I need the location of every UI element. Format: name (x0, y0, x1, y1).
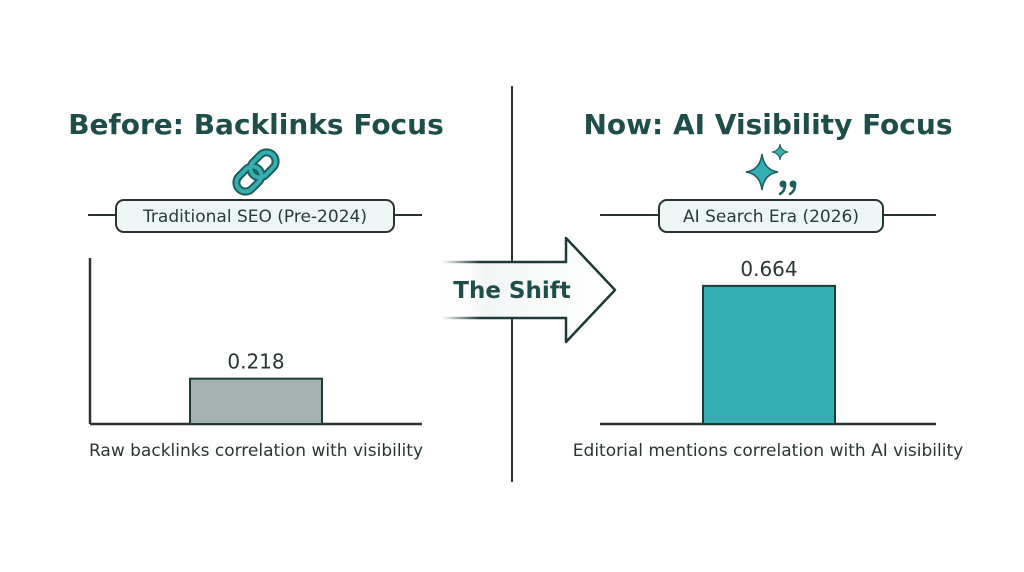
sparkle-quote-icon (745, 143, 797, 196)
before-era-label: Traditional SEO (Pre-2024) (142, 207, 367, 227)
now-era-pill (658, 199, 884, 233)
before-title: Before: Backlinks Focus (68, 108, 444, 141)
now-bars: 0.664 (702, 257, 836, 425)
now-caption: Editorial mentions correlation with AI v… (573, 441, 963, 461)
before-era-pill (115, 199, 395, 233)
now-bar-value-label: 0.664 (740, 257, 797, 281)
shift-label: The Shift (453, 278, 571, 304)
before-bar (189, 377, 323, 426)
before-bars: 0.218 (189, 350, 323, 426)
link-chain-icon (232, 148, 280, 196)
before-panel: Before: Backlinks Focus Traditional SEO … (68, 108, 444, 461)
arrow-right-icon (440, 236, 617, 344)
before-bar-value-label: 0.218 (227, 350, 284, 374)
now-title: Now: AI Visibility Focus (583, 108, 952, 141)
now-bar (702, 284, 836, 425)
before-caption: Raw backlinks correlation with visibilit… (89, 441, 423, 461)
now-era-label: AI Search Era (2026) (683, 207, 859, 227)
now-panel: Now: AI Visibility Focus AI Search Era (… (573, 108, 963, 461)
